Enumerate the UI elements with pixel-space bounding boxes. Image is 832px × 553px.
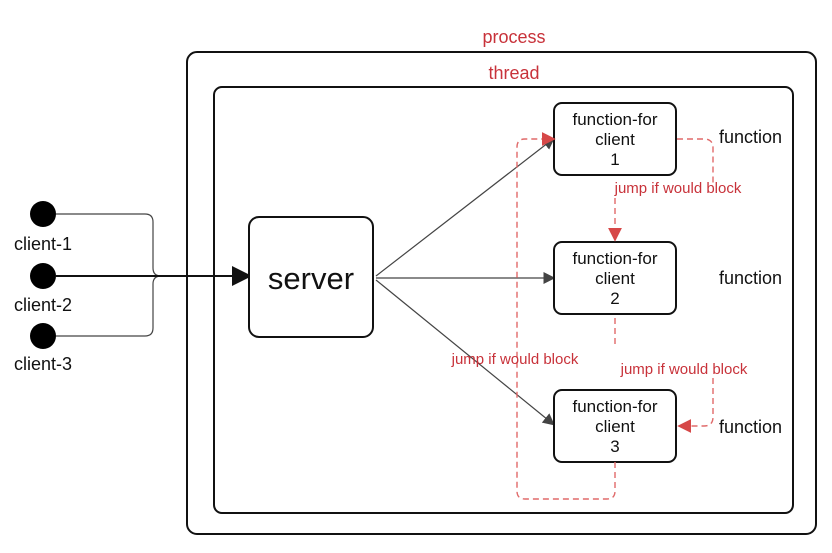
function-2-line-3: 2 [610,289,619,308]
process-label: process [482,27,545,47]
jump-path-top-right [677,138,714,184]
server-box [248,216,374,338]
function-1-line-3: 1 [610,150,619,169]
client-2-node [30,263,56,289]
server-label: server [268,261,354,296]
process-frame [186,51,817,535]
server-to-function-1-arrow [375,137,555,277]
jump-label-2: jump if would block [451,351,579,368]
function-side-label-2: function [719,268,782,288]
function-side-label-1: function [719,127,782,147]
function-2-line-2: client [595,269,635,288]
thread-label: thread [488,63,539,83]
thread-frame [213,86,794,514]
function-box-2 [553,241,677,315]
function-3-line-2: client [595,417,635,436]
function-2-line-1: function-for [572,249,657,268]
jump-path-2-to-3 [677,378,714,433]
jump-label-1: jump if would block [614,180,742,197]
client-3-node [30,323,56,349]
function-3-line-3: 3 [610,437,619,456]
function-1-line-2: client [595,130,635,149]
client-1-node [30,201,56,227]
jump-label-3: jump if would block [620,361,748,378]
client-3-label: client-3 [14,354,72,374]
server-to-function-3-arrow [375,279,555,426]
function-3-line-1: function-for [572,397,657,416]
client-2-label: client-2 [14,295,72,315]
client-1-label: client-1 [14,234,72,254]
function-side-label-3: function [719,417,782,437]
jump-path-3-to-1 [516,132,616,500]
function-1-line-1: function-for [572,110,657,129]
